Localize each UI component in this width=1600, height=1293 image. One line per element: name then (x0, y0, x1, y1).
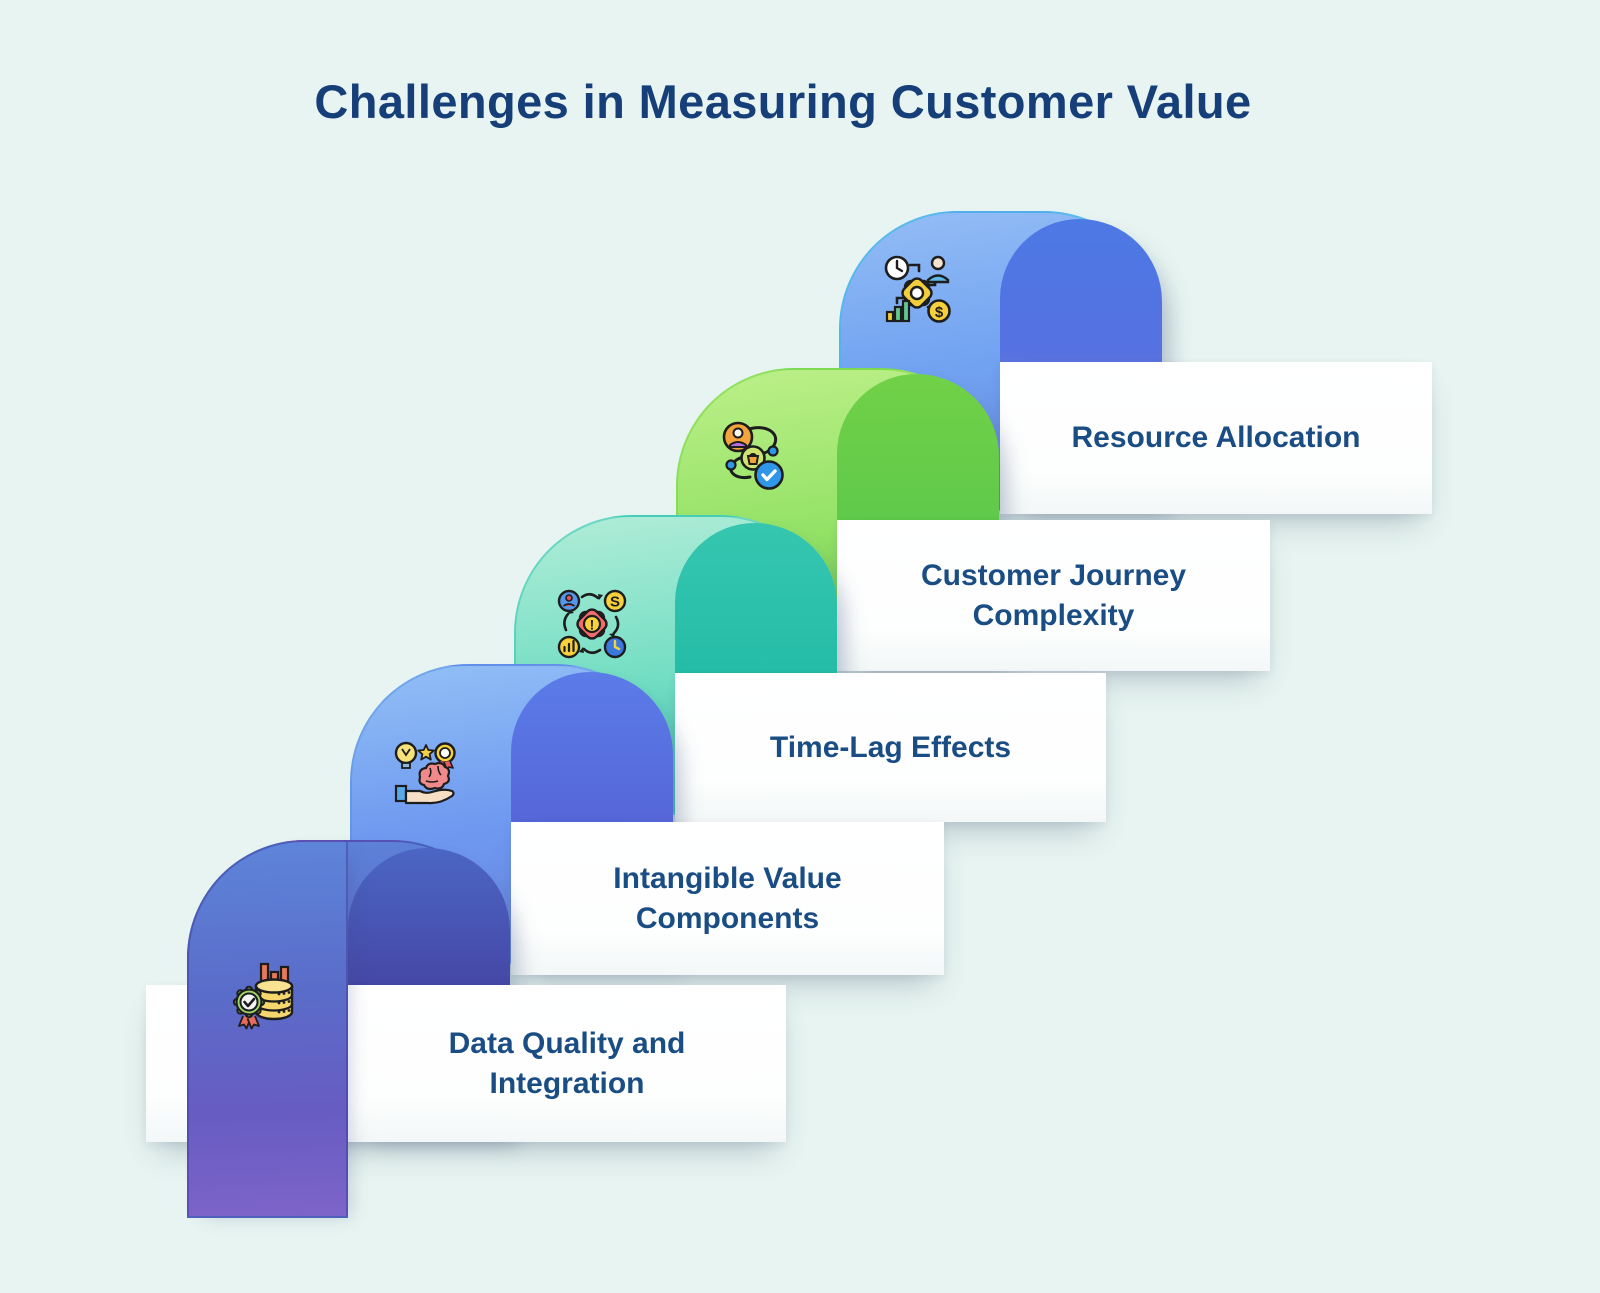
step-card: Time-Lag Effects (675, 673, 1106, 822)
step-label: Resource Allocation (1071, 421, 1361, 455)
customer-journey-icon (722, 421, 784, 490)
step-label: Customer Journey Complexity (920, 558, 1187, 632)
step-label: Intangible Value Components (613, 861, 842, 935)
svg-text:!: ! (590, 617, 595, 633)
svg-text:$: $ (935, 304, 944, 321)
step-label: Data Quality and Integration (448, 1026, 686, 1100)
step-card: Intangible Value Components (511, 822, 944, 975)
step-card: Customer Journey Complexity (837, 520, 1270, 671)
resource-allocation-icon: $ (884, 255, 951, 323)
step-card: Resource Allocation (1000, 362, 1432, 514)
arch-front-leg (187, 840, 348, 1218)
step-label: Time-Lag Effects (769, 730, 1012, 764)
data-quality-icon (232, 962, 294, 1030)
intangible-value-icon (394, 741, 456, 805)
page-title: Challenges in Measuring Customer Value (314, 75, 1252, 128)
time-lag-icon: ! S (557, 589, 627, 659)
svg-text:S: S (610, 594, 620, 611)
